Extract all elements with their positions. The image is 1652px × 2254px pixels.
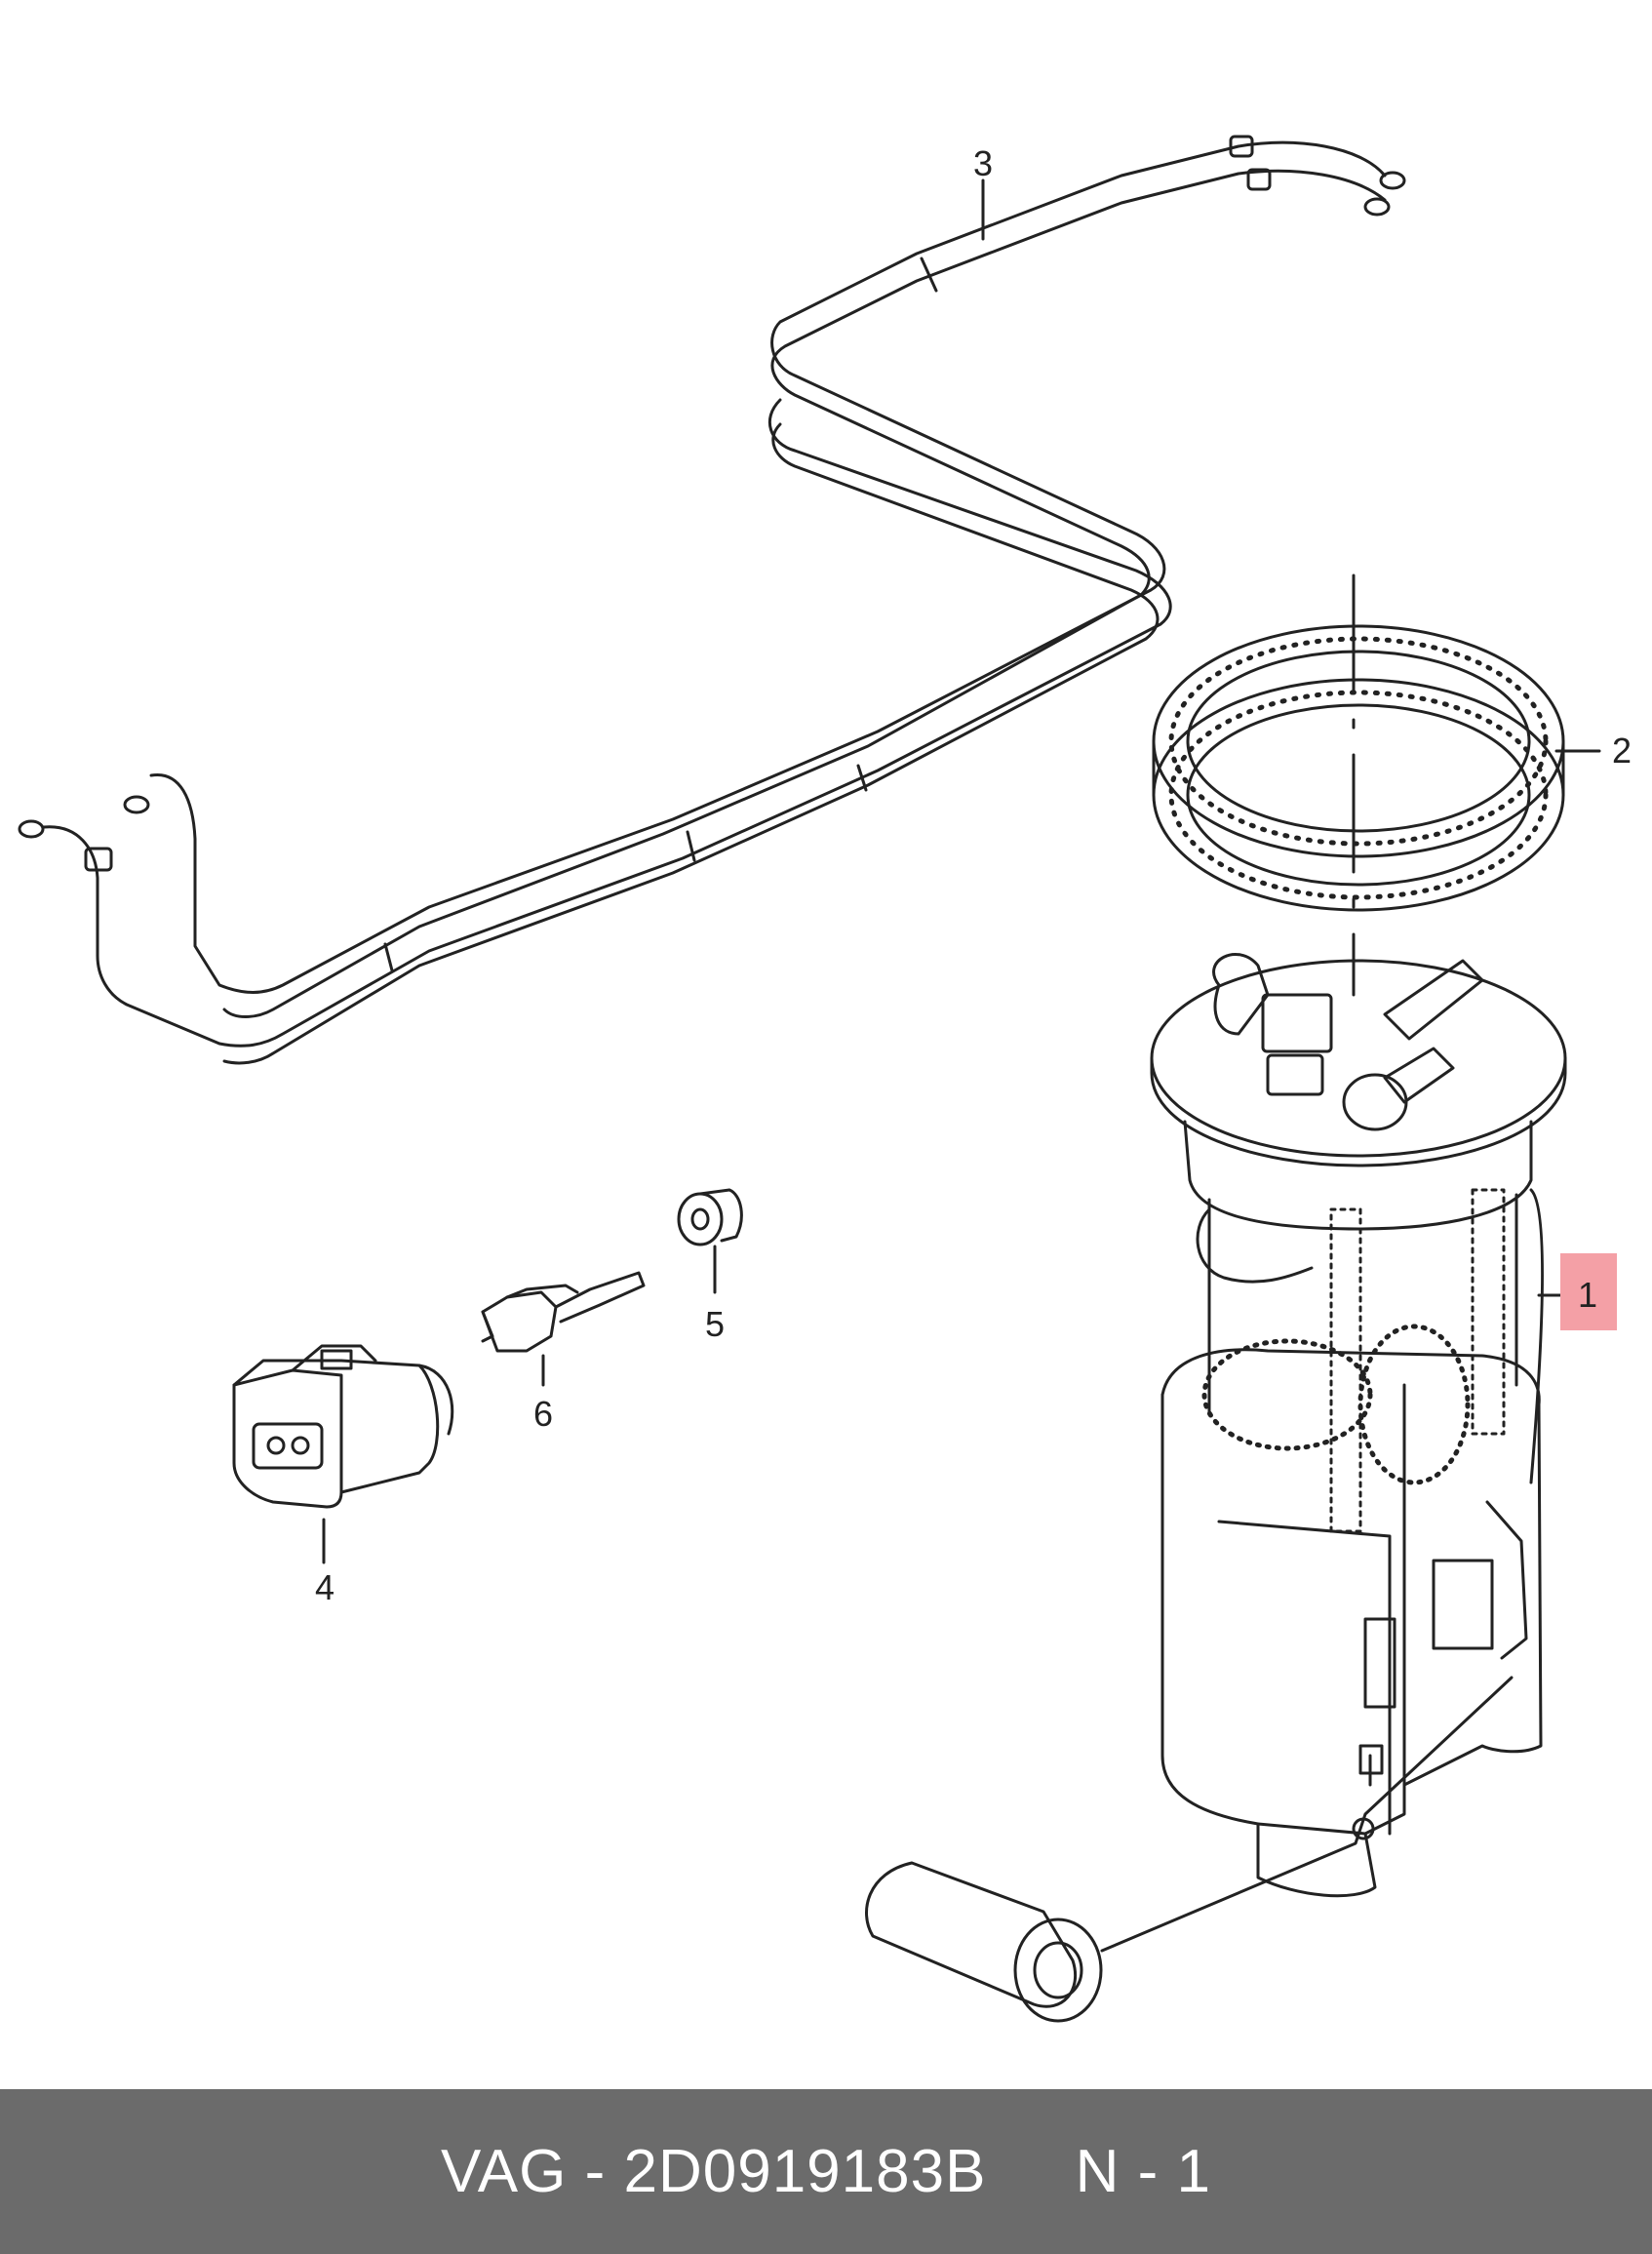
highlight-box bbox=[1560, 1253, 1617, 1330]
seal-ring-part-2 bbox=[1152, 624, 1565, 912]
part-number: 2D0919183B bbox=[623, 2138, 987, 2205]
callout-3: 3 bbox=[973, 143, 993, 183]
footer-bar: VAG - 2D0919183B N - 1 bbox=[0, 2089, 1652, 2254]
spacer bbox=[986, 2138, 1075, 2205]
callout-1: 1 bbox=[1578, 1275, 1597, 1315]
separator: - bbox=[567, 2138, 624, 2205]
connector-part-4 bbox=[232, 1344, 454, 1509]
callout-2: 2 bbox=[1612, 731, 1632, 771]
parts-diagram: 1 2 3 4 5 6 bbox=[18, 135, 1632, 2023]
brand-label: VAG bbox=[441, 2138, 568, 2205]
position-label: N - 1 bbox=[1075, 2138, 1211, 2205]
callout-5: 5 bbox=[705, 1304, 725, 1344]
grommet-part-5 bbox=[677, 1188, 743, 1246]
fuel-lines-part-3 bbox=[18, 135, 1406, 1065]
callout-4: 4 bbox=[315, 1567, 334, 1607]
terminal-part-6 bbox=[481, 1271, 646, 1353]
callout-6: 6 bbox=[533, 1394, 553, 1434]
footer-label: VAG - 2D0919183B N - 1 bbox=[441, 2137, 1211, 2206]
fuel-pump-module-part-1 bbox=[865, 953, 1567, 2023]
